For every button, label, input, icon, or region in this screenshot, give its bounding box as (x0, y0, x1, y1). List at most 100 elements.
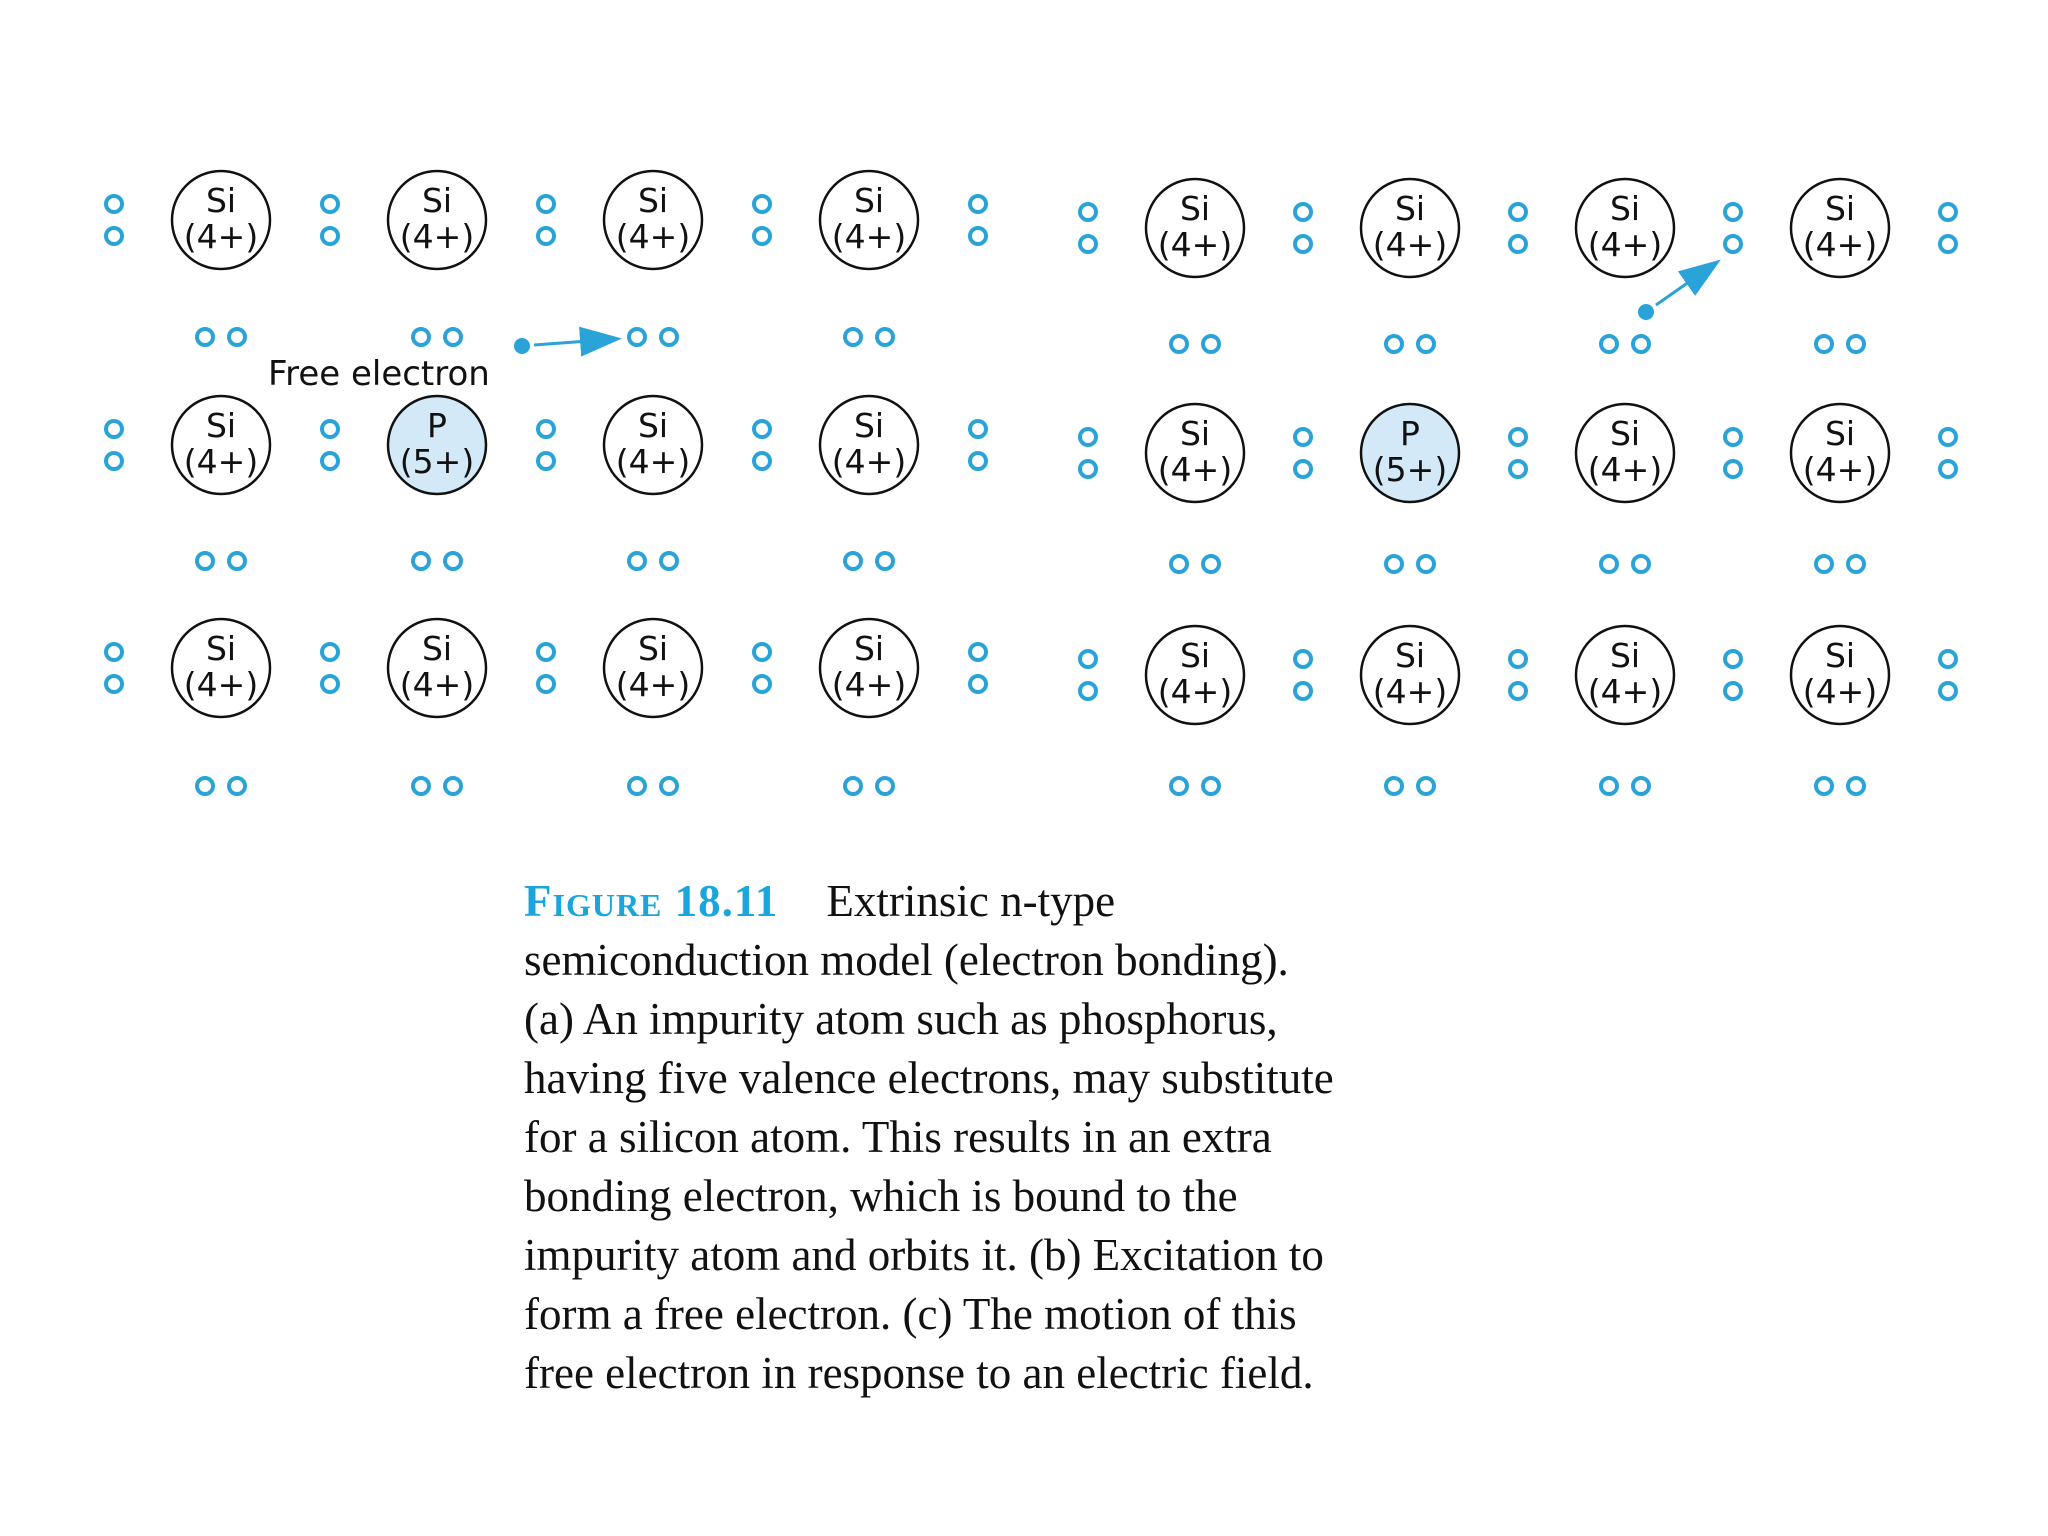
caption-line: form a free electron. (c) The motion of … (524, 1289, 1297, 1339)
valence-electron (1846, 776, 1866, 796)
caption-line: semiconduction model (electron bonding). (524, 935, 1289, 985)
valence-electron (1201, 554, 1221, 574)
valence-electron (1078, 459, 1098, 479)
atom-charge: (4+) (1373, 225, 1447, 264)
valence-electron (536, 674, 556, 694)
silicon-atom: Si(4+) (1574, 402, 1676, 504)
free-electron-arrow (533, 326, 622, 357)
lattice-panels: Si(4+)Si(4+)Si(4+)Si(4+)Si(4+)P(5+)Si(4+… (104, 169, 1958, 796)
silicon-atom: Si(4+) (602, 394, 704, 496)
caption-line: having five valence electrons, may subst… (524, 1053, 1334, 1103)
phosphorus-atom: P(5+) (386, 394, 488, 496)
valence-electron (443, 327, 463, 347)
atom-charge: (4+) (184, 442, 258, 481)
valence-electron (1938, 681, 1958, 701)
silicon-atom: Si(4+) (818, 617, 920, 719)
valence-electron (1293, 459, 1313, 479)
valence-electron (320, 226, 340, 246)
valence-electron (104, 451, 124, 471)
silicon-atom: Si(4+) (1789, 177, 1891, 279)
atom-core (602, 617, 704, 719)
valence-electron (752, 419, 772, 439)
atom-symbol: Si (1395, 189, 1425, 228)
atom-charge: (4+) (616, 217, 690, 256)
valence-electron (752, 642, 772, 662)
valence-electron (1078, 649, 1098, 669)
free-electron-label: Free electron (268, 354, 490, 394)
caption-line: free electron in response to an electric… (524, 1348, 1314, 1398)
atom-charge: (5+) (1373, 450, 1447, 489)
valence-electron (752, 674, 772, 694)
valence-electron (1293, 649, 1313, 669)
valence-electron (752, 451, 772, 471)
annotations: Free electron (268, 259, 1721, 394)
atom-core (1789, 177, 1891, 279)
valence-electron (536, 226, 556, 246)
valence-electron (536, 451, 556, 471)
n-type-bonding-diagram: Si(4+)Si(4+)Si(4+)Si(4+)Si(4+)P(5+)Si(4+… (104, 169, 1958, 796)
atom-charge: (4+) (184, 665, 258, 704)
valence-electron (536, 642, 556, 662)
atom-core (386, 617, 488, 719)
atom-core (386, 169, 488, 271)
valence-electron (1723, 427, 1743, 447)
valence-electron (1599, 776, 1619, 796)
valence-electron (411, 776, 431, 796)
silicon-atom: Si(4+) (1144, 177, 1246, 279)
silicon-atom: Si(4+) (170, 394, 272, 496)
silicon-atom: Si(4+) (602, 169, 704, 271)
valence-electron (1938, 202, 1958, 222)
atom-core (818, 169, 920, 271)
valence-electron (1384, 554, 1404, 574)
valence-electron (1631, 554, 1651, 574)
atom-charge: (4+) (1158, 672, 1232, 711)
valence-electron (1508, 234, 1528, 254)
valence-electron (1938, 427, 1958, 447)
valence-electron (1938, 459, 1958, 479)
atom-symbol: Si (206, 406, 236, 445)
valence-electron (843, 551, 863, 571)
valence-electron (1169, 776, 1189, 796)
caption-line: for a silicon atom. This results in an e… (524, 1112, 1272, 1162)
valence-electron (1169, 334, 1189, 354)
caption-line: bonding electron, which is bound to the (524, 1171, 1238, 1221)
atom-symbol: Si (854, 629, 884, 668)
valence-electron (104, 419, 124, 439)
valence-electron (1938, 649, 1958, 669)
atom-symbol: P (427, 406, 447, 445)
atom-core (170, 394, 272, 496)
atom-core (1789, 624, 1891, 726)
atom-symbol: Si (1610, 636, 1640, 675)
atom-symbol: Si (854, 406, 884, 445)
phosphorus-atom: P(5+) (1359, 402, 1461, 504)
valence-electron (968, 451, 988, 471)
atom-symbol: Si (422, 181, 452, 220)
valence-electron (104, 674, 124, 694)
atom-charge: (4+) (1588, 225, 1662, 264)
valence-electron (1384, 776, 1404, 796)
valence-electron (411, 551, 431, 571)
silicon-atom: Si(4+) (1789, 624, 1891, 726)
atom-charge: (4+) (616, 665, 690, 704)
valence-electron (752, 226, 772, 246)
atom-symbol: Si (1610, 414, 1640, 453)
valence-electron (1723, 234, 1743, 254)
silicon-atom: Si(4+) (170, 169, 272, 271)
valence-electron (1508, 427, 1528, 447)
atom-symbol: Si (1825, 189, 1855, 228)
valence-electron (227, 327, 247, 347)
atom-core (818, 617, 920, 719)
valence-electron (536, 419, 556, 439)
silicon-atom: Si(4+) (1144, 402, 1246, 504)
atom-core (818, 394, 920, 496)
valence-electron (227, 551, 247, 571)
atom-charge: (4+) (832, 217, 906, 256)
valence-electron (443, 776, 463, 796)
atom-symbol: Si (638, 629, 668, 668)
atom-core (386, 394, 488, 496)
atom-symbol: Si (1610, 189, 1640, 228)
valence-electron (320, 451, 340, 471)
free-electron-arrow (1655, 259, 1721, 307)
